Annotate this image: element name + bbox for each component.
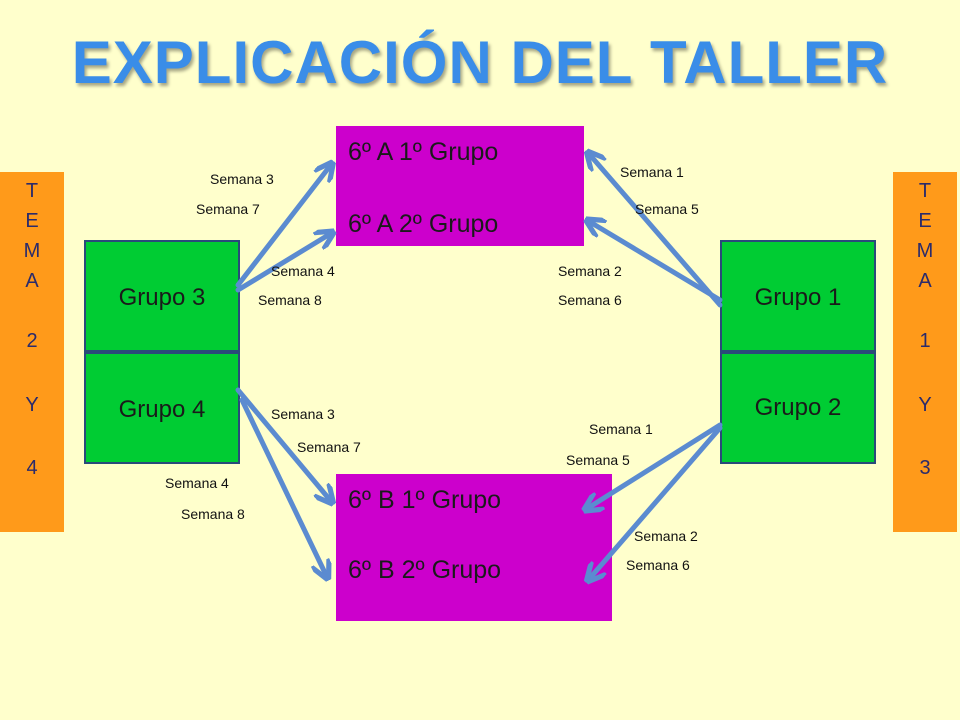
- theme-bar-letter: M: [23, 240, 41, 262]
- week-label: Semana 1: [589, 421, 653, 437]
- week-label: Semana 8: [181, 506, 245, 522]
- theme-bar-letter: 1: [919, 330, 931, 352]
- class-6b-line-1: 6º B 1º Grupo: [348, 486, 502, 514]
- week-label: Semana 4: [165, 475, 229, 491]
- group-3-label: Grupo 3: [118, 284, 206, 311]
- week-label: Semana 8: [258, 292, 322, 308]
- arrow-g3-to-6a-1: [235, 166, 330, 288]
- group-4-box: Grupo 4: [84, 352, 240, 464]
- arrow-g2-to-6b-1: [588, 422, 723, 508]
- theme-bar-letter: 2: [26, 330, 38, 352]
- arrow-g4-to-6b-2: [239, 397, 326, 575]
- week-label: Semana 2: [558, 263, 622, 279]
- week-label: Semana 3: [210, 171, 274, 187]
- theme-bar-letter: T: [918, 180, 932, 202]
- theme-bar-letter: 4: [26, 457, 38, 479]
- theme-bar-left: T E M A 2 Y 4: [0, 172, 64, 532]
- week-label: Semana 1: [620, 164, 684, 180]
- group-3-box: Grupo 3: [84, 240, 240, 352]
- arrow-g1-to-6a-2: [590, 222, 723, 303]
- week-label: Semana 4: [271, 263, 335, 279]
- theme-bar-letter: Y: [918, 394, 932, 416]
- theme-bar-letter: T: [25, 180, 39, 202]
- theme-bar-letter: M: [916, 240, 934, 262]
- week-label: Semana 6: [558, 292, 622, 308]
- class-6b-box: 6º B 1º Grupo 6º B 2º Grupo: [336, 474, 612, 621]
- group-4-label: Grupo 4: [118, 396, 206, 423]
- theme-bar-letter: E: [25, 210, 39, 232]
- week-label: Semana 5: [635, 201, 699, 217]
- class-6a-line-1: 6º A 1º Grupo: [348, 138, 499, 166]
- week-label: Semana 2: [634, 528, 698, 544]
- theme-bar-letter: 3: [919, 457, 931, 479]
- week-label: Semana 5: [566, 452, 630, 468]
- arrow-g3-to-6a-2: [235, 234, 330, 293]
- week-label: Semana 7: [196, 201, 260, 217]
- week-label: Semana 6: [626, 557, 690, 573]
- theme-bar-letter: A: [25, 270, 39, 292]
- class-6a-line-2: 6º A 2º Grupo: [348, 210, 499, 238]
- group-1-box: Grupo 1: [720, 240, 876, 352]
- theme-bar-letter: A: [918, 270, 932, 292]
- page-title: EXPLICACIÓN DEL TALLER: [71, 29, 889, 96]
- week-label: Semana 7: [297, 439, 361, 455]
- theme-bar-letter: Y: [25, 394, 39, 416]
- group-2-label: Grupo 2: [754, 394, 842, 421]
- arrow-g2-to-6b-2: [590, 425, 723, 578]
- arrow-g1-to-6a-1: [590, 155, 723, 308]
- group-2-box: Grupo 2: [720, 352, 876, 464]
- group-1-label: Grupo 1: [754, 284, 842, 311]
- theme-bar-letter: E: [918, 210, 932, 232]
- arrow-g4-to-6b-1: [235, 387, 330, 500]
- theme-bar-right: T E M A 1 Y 3: [893, 172, 957, 532]
- week-label: Semana 3: [271, 406, 335, 422]
- class-6b-line-2: 6º B 2º Grupo: [348, 556, 502, 584]
- class-6a-box: 6º A 1º Grupo 6º A 2º Grupo: [336, 126, 584, 246]
